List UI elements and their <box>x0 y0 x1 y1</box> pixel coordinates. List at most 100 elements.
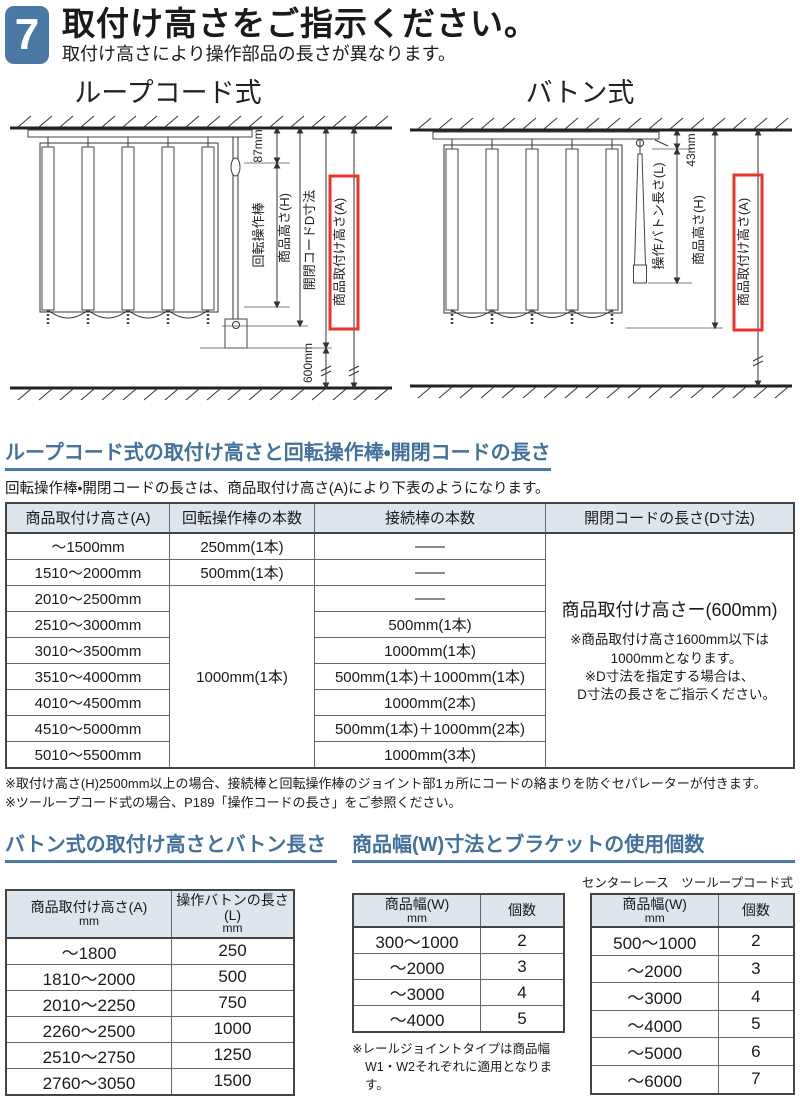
col-header-unit: mm <box>79 913 99 928</box>
cell-length: 1000 <box>171 1015 295 1043</box>
cell-height: 3510～4000mm <box>5 662 170 690</box>
cell-count: 4 <box>717 982 795 1011</box>
label-install-height: 商品取付け高さ(A) <box>332 198 347 306</box>
table-row: 4010～4500mm 1000mm(2本) <box>5 688 794 716</box>
table-row: 4510～5000mm 500mm(1本)＋1000mm(2本) <box>5 714 794 742</box>
cell-width: ～3000 <box>352 979 481 1007</box>
cell-joint: 500mm(1本)＋1000mm(1本) <box>314 662 546 690</box>
baton-diagram-title: バトン式 <box>526 78 635 108</box>
table-header-row: 商品幅(W) mm 個数 <box>590 893 795 929</box>
col-header-count: 個数 <box>480 893 565 929</box>
table-row: ～6000 7 <box>590 1064 795 1095</box>
cell-joint: 1000mm(3本) <box>314 740 546 769</box>
table-row: 5010～5500mm 1000mm(3本) <box>5 740 794 769</box>
cell-count: 3 <box>717 954 795 984</box>
highlight-box-install-height <box>732 173 764 332</box>
cell-width: ～4000 <box>590 1009 719 1039</box>
col-header-rod-count: 回転操作棒の本数 <box>169 502 315 534</box>
cell-length: 250 <box>171 937 295 965</box>
two-loop-width-table: 商品幅(W) mm 個数 500～1000 2 ～2000 <box>589 892 795 1095</box>
cell-width: 300～1000 <box>352 926 481 955</box>
col-header-width: 商品幅(W) mm <box>590 893 719 929</box>
floor <box>10 386 392 401</box>
width-table-note: ※レールジョイントタイプは商品幅 W1・W2それぞれに適用となります。 <box>352 1040 568 1094</box>
table-row: 2010～2250 750 <box>5 989 295 1017</box>
table-row: 2010～2500mm 1000mm(1本) —— <box>5 584 794 769</box>
table-row: 2760～3050 1500 <box>5 1067 295 1096</box>
cell-height: 2260～2500 <box>5 1015 172 1043</box>
cell-height: ～1800 <box>5 937 172 965</box>
baton-diagram: バトン式 <box>410 78 792 399</box>
cell-joint: —— <box>314 558 546 586</box>
table-row: 1810～2000 500 <box>5 963 295 991</box>
cell-width: ～2000 <box>352 953 481 981</box>
col-header-cord-length: 開閉コードの長さ(D寸法) <box>545 502 795 534</box>
label-product-height: 商品高さ(H) <box>691 195 706 265</box>
table-row: ～4000 5 <box>590 1009 795 1039</box>
cell-count: 5 <box>480 1005 565 1033</box>
loop-cord-table: 商品取付け高さ(A) 回転操作棒の本数 接続棒の本数 開閉コードの長さ(D寸法)… <box>5 501 795 769</box>
head-rail <box>27 129 253 138</box>
table-row: ～1500mm 250mm(1本) —— 商品取付け高さー(600mm) ※商品… <box>5 532 795 769</box>
page-title: 取付け高さをご指示ください。 <box>62 5 538 42</box>
table-row: 2510～3000mm 500mm(1本) <box>5 610 794 638</box>
page-subtitle: 取付け高さにより操作部品の長さが異なります。 <box>62 44 456 65</box>
table-header-row: 商品取付け高さ(A) mm 操作バトンの長さ(L) mm <box>5 889 295 939</box>
table-row: 300～1000 2 <box>352 926 565 955</box>
col-header-unit: mm <box>644 910 665 925</box>
loop-cord-table-notes: ※取付け高さ(H)2500mm以上の場合、接続棒と回転操作棒のジョイント部1ヵ所… <box>5 774 795 813</box>
baton-section: バトン式の取付け高さとバトン長さ 商品取付け高さ(A) mm 操作バトンの長さ(… <box>5 833 337 1096</box>
loop-cord-intro: 回転操作棒・開閉コードの長さは、商品取付け高さ(A)により下表のようになります。 <box>5 480 550 497</box>
table-row: ～5000 6 <box>590 1037 795 1066</box>
baton-section-heading: バトン式の取付け高さとバトン長さ <box>5 833 337 863</box>
cell-length: 1250 <box>171 1041 295 1069</box>
label-top-offset: 87mm <box>251 129 265 162</box>
head-rail <box>432 131 660 140</box>
col-header-label: 商品幅(W) <box>384 895 450 912</box>
loop-cord-diagram-title: ループコード式 <box>74 78 261 108</box>
cell-height: 2510～2750 <box>5 1041 172 1069</box>
highlight-box-install-height <box>328 174 360 331</box>
label-bottom-offset: 600mm <box>301 343 315 383</box>
header-text: 取付け高さをご指示ください。 取付け高さにより操作部品の長さが異なります。 <box>62 5 538 66</box>
cell-rod: 250mm(1本) <box>169 532 315 560</box>
cell-height: 1510～2000mm <box>5 558 170 586</box>
col-header-width: 商品幅(W) mm <box>352 893 481 929</box>
table-row: ～2000 3 <box>352 953 565 981</box>
vertical-slats <box>39 136 219 326</box>
cell-height: 2510～3000mm <box>5 610 170 638</box>
note-line: ※レールジョイントタイプは商品幅 <box>352 1042 550 1057</box>
label-cord-d: 開閉コードD寸法 <box>302 190 317 290</box>
cell-count: 4 <box>480 979 565 1007</box>
table-row: 3010～3500mm 1000mm(1本) <box>5 636 794 664</box>
cell-count: 6 <box>717 1037 795 1066</box>
width-section: 商品幅(W)寸法とブラケットの使用個数 センターレース ツーループコード式 商品… <box>352 833 795 1096</box>
cell-width: ～4000 <box>352 1005 481 1033</box>
cell-height: 3010～3500mm <box>5 636 170 664</box>
floor <box>410 384 792 399</box>
label-rotation-rod: 回転操作棒 <box>251 202 266 267</box>
col-header-label: 商品幅(W) <box>622 895 687 912</box>
baton-table: 商品取付け高さ(A) mm 操作バトンの長さ(L) mm ～1800 250 <box>5 888 295 1096</box>
loop-cord-diagram: ループコード式 <box>10 78 392 401</box>
cord-note-line: ※D寸法を指定する場合は、 <box>584 668 755 684</box>
cell-width: ～5000 <box>590 1037 719 1066</box>
col-header-label: 商品取付け高さ(A) <box>30 899 148 916</box>
col-header-install-height: 商品取付け高さ(A) <box>5 502 170 534</box>
table-row: 500～1000 2 <box>590 926 795 956</box>
cord-note-line: ※商品取付け高さ1600mm以下は <box>570 632 769 648</box>
width-table1-block: 商品幅(W) mm 個数 300～1000 2 <box>352 892 568 1095</box>
width-tables-row: 商品幅(W) mm 個数 300～1000 2 <box>352 892 795 1095</box>
cell-joint: 500mm(1本)＋1000mm(2本) <box>314 714 546 742</box>
cell-width: ～6000 <box>590 1064 719 1095</box>
table-row: ～1800 250 <box>5 937 295 965</box>
note-line: W1・W2それぞれに適用となります。 <box>365 1060 553 1093</box>
width-table: 商品幅(W) mm 個数 300～1000 2 <box>352 892 565 1034</box>
label-top-offset: 43mm <box>684 133 698 166</box>
loop-cord-section: ループコード式の取付け高さと回転操作棒・開閉コードの長さ 回転操作棒・開閉コード… <box>5 441 795 813</box>
vertical-slats <box>443 138 623 326</box>
cell-height: 5010～5500mm <box>5 740 170 769</box>
table-header-row: 商品取付け高さ(A) 回転操作棒の本数 接続棒の本数 開閉コードの長さ(D寸法) <box>5 502 795 534</box>
cell-count: 5 <box>717 1009 795 1039</box>
col-header-unit: mm <box>407 910 427 925</box>
